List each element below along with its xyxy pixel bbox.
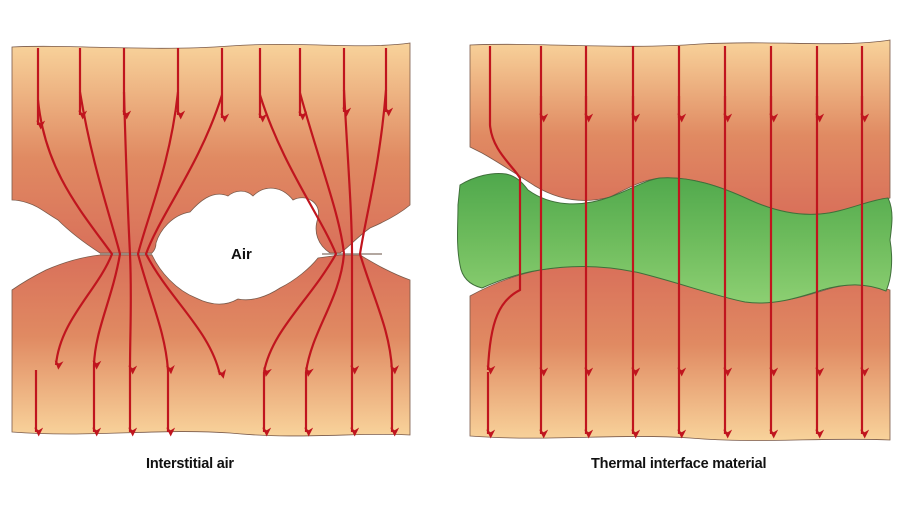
flux-line [144, 94, 227, 379]
flux-line [486, 46, 522, 375]
flux-line [258, 94, 338, 377]
flux-line [122, 91, 138, 375]
right-panel [457, 39, 893, 441]
left-panel: Air [11, 42, 411, 437]
flux-line [358, 89, 399, 375]
flux-line [78, 91, 122, 370]
flux-line [298, 92, 346, 377]
left-upper-surface [11, 42, 411, 254]
left-flux-lines [34, 48, 400, 437]
left-lower-surface [11, 254, 411, 437]
flux-line [36, 99, 114, 370]
flux-line [136, 91, 180, 375]
right-caption: Thermal interface material [591, 456, 767, 472]
right-flux-lines [486, 46, 870, 439]
flux-line [342, 89, 360, 375]
air-label: Air [231, 246, 252, 263]
thermal-interface-material [457, 173, 893, 304]
left-caption: Interstitial air [146, 456, 234, 472]
